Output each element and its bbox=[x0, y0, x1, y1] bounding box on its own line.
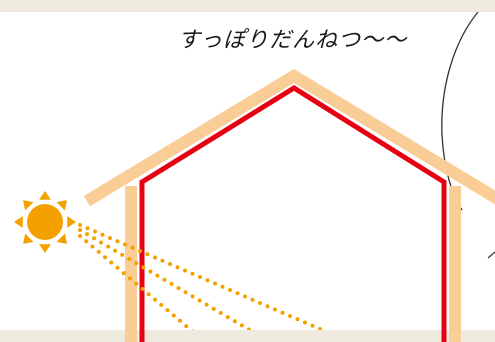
beam-dot bbox=[90, 244, 95, 249]
beam-dot bbox=[183, 290, 188, 295]
beam-dot bbox=[288, 314, 292, 318]
sun-ray bbox=[14, 216, 23, 228]
beam-dot bbox=[128, 276, 132, 281]
beam-dot bbox=[106, 244, 111, 249]
bottom-border bbox=[0, 330, 495, 342]
beam-dot bbox=[138, 249, 142, 253]
beam-dot bbox=[92, 236, 97, 241]
beam-dot bbox=[130, 245, 135, 250]
beam-dot bbox=[140, 287, 145, 291]
panel-background bbox=[0, 12, 495, 330]
sun-ray bbox=[23, 200, 34, 211]
beam-dot bbox=[190, 271, 195, 276]
beam-dot bbox=[303, 320, 307, 325]
beam-dot bbox=[103, 255, 107, 260]
beam-dot bbox=[134, 281, 139, 286]
beam-dot bbox=[228, 288, 232, 292]
beam-dot bbox=[280, 310, 285, 315]
beam-dot bbox=[127, 257, 132, 262]
beam-dot bbox=[85, 226, 90, 231]
beam-dot bbox=[141, 265, 146, 270]
house-frame bbox=[83, 68, 495, 342]
beam-dot bbox=[197, 298, 202, 303]
beam-dot bbox=[109, 260, 114, 265]
beam-dot bbox=[78, 223, 82, 227]
beam-dot bbox=[100, 232, 105, 237]
beam-dot bbox=[78, 234, 82, 238]
beam-dot bbox=[153, 255, 157, 260]
beam-dot bbox=[295, 317, 300, 322]
beam-dot bbox=[273, 307, 277, 312]
sun-ray bbox=[67, 216, 76, 228]
beam-dot bbox=[190, 294, 195, 299]
beam-dot bbox=[108, 236, 112, 240]
sun-disc bbox=[27, 204, 63, 240]
beam-dot bbox=[175, 265, 180, 270]
beam-dot bbox=[168, 262, 172, 266]
beam-dot bbox=[184, 324, 189, 329]
beam-dot bbox=[213, 281, 217, 286]
beam-dot bbox=[171, 313, 176, 318]
beam-dot bbox=[148, 269, 153, 274]
beam-dot bbox=[211, 306, 216, 311]
beam-dot bbox=[178, 318, 182, 323]
beam-dot bbox=[99, 240, 104, 245]
beam-dot bbox=[115, 239, 120, 244]
beam-dot bbox=[96, 249, 101, 254]
insulation-layer bbox=[139, 85, 447, 342]
beam-dot bbox=[113, 248, 118, 253]
beam-dot bbox=[265, 304, 270, 309]
beam-dot bbox=[93, 229, 97, 234]
beam-dot bbox=[232, 319, 237, 324]
beam-dot bbox=[218, 310, 223, 315]
sun-icon bbox=[14, 191, 76, 253]
beam-dot bbox=[176, 286, 181, 291]
beam-dot bbox=[115, 265, 120, 270]
beam-dot bbox=[160, 258, 165, 263]
beam-dot bbox=[134, 261, 139, 266]
beam-dot bbox=[146, 292, 151, 297]
beam-dot bbox=[225, 315, 230, 320]
beam-dot bbox=[85, 232, 90, 237]
beam-dot bbox=[155, 273, 160, 278]
sun-ray bbox=[56, 200, 67, 211]
beam-dot bbox=[153, 297, 157, 302]
beam-dot bbox=[145, 252, 150, 257]
beam-dot bbox=[220, 284, 225, 289]
beam-dot bbox=[162, 277, 167, 282]
beam-dot bbox=[310, 323, 315, 328]
sun-ray bbox=[56, 233, 67, 244]
beam-dot bbox=[120, 252, 125, 257]
beam-dot bbox=[204, 302, 209, 307]
top-border bbox=[0, 0, 495, 12]
sun-ray bbox=[39, 244, 51, 253]
beam-dot bbox=[123, 242, 127, 247]
beam-dot bbox=[239, 323, 244, 328]
beam-dot bbox=[205, 278, 210, 283]
beam-dot bbox=[198, 275, 202, 279]
house-posts-overlap bbox=[125, 330, 461, 342]
beam-dot bbox=[169, 281, 174, 286]
beam-dot bbox=[183, 268, 187, 273]
beam-dot bbox=[121, 271, 126, 276]
beam-dot bbox=[243, 294, 247, 299]
beam-dot bbox=[159, 302, 164, 307]
sun-ray bbox=[23, 233, 34, 244]
beam-dot bbox=[235, 291, 240, 296]
beam-dot bbox=[78, 228, 82, 232]
handwritten-caption: すっぽりだんねつ〜〜 bbox=[178, 28, 408, 53]
beam-dot bbox=[258, 301, 262, 305]
beam-dot bbox=[250, 297, 255, 302]
sun-ray bbox=[39, 191, 51, 200]
sun-rays bbox=[14, 191, 76, 253]
beam-dot bbox=[84, 239, 89, 244]
beam-dot bbox=[165, 308, 170, 313]
